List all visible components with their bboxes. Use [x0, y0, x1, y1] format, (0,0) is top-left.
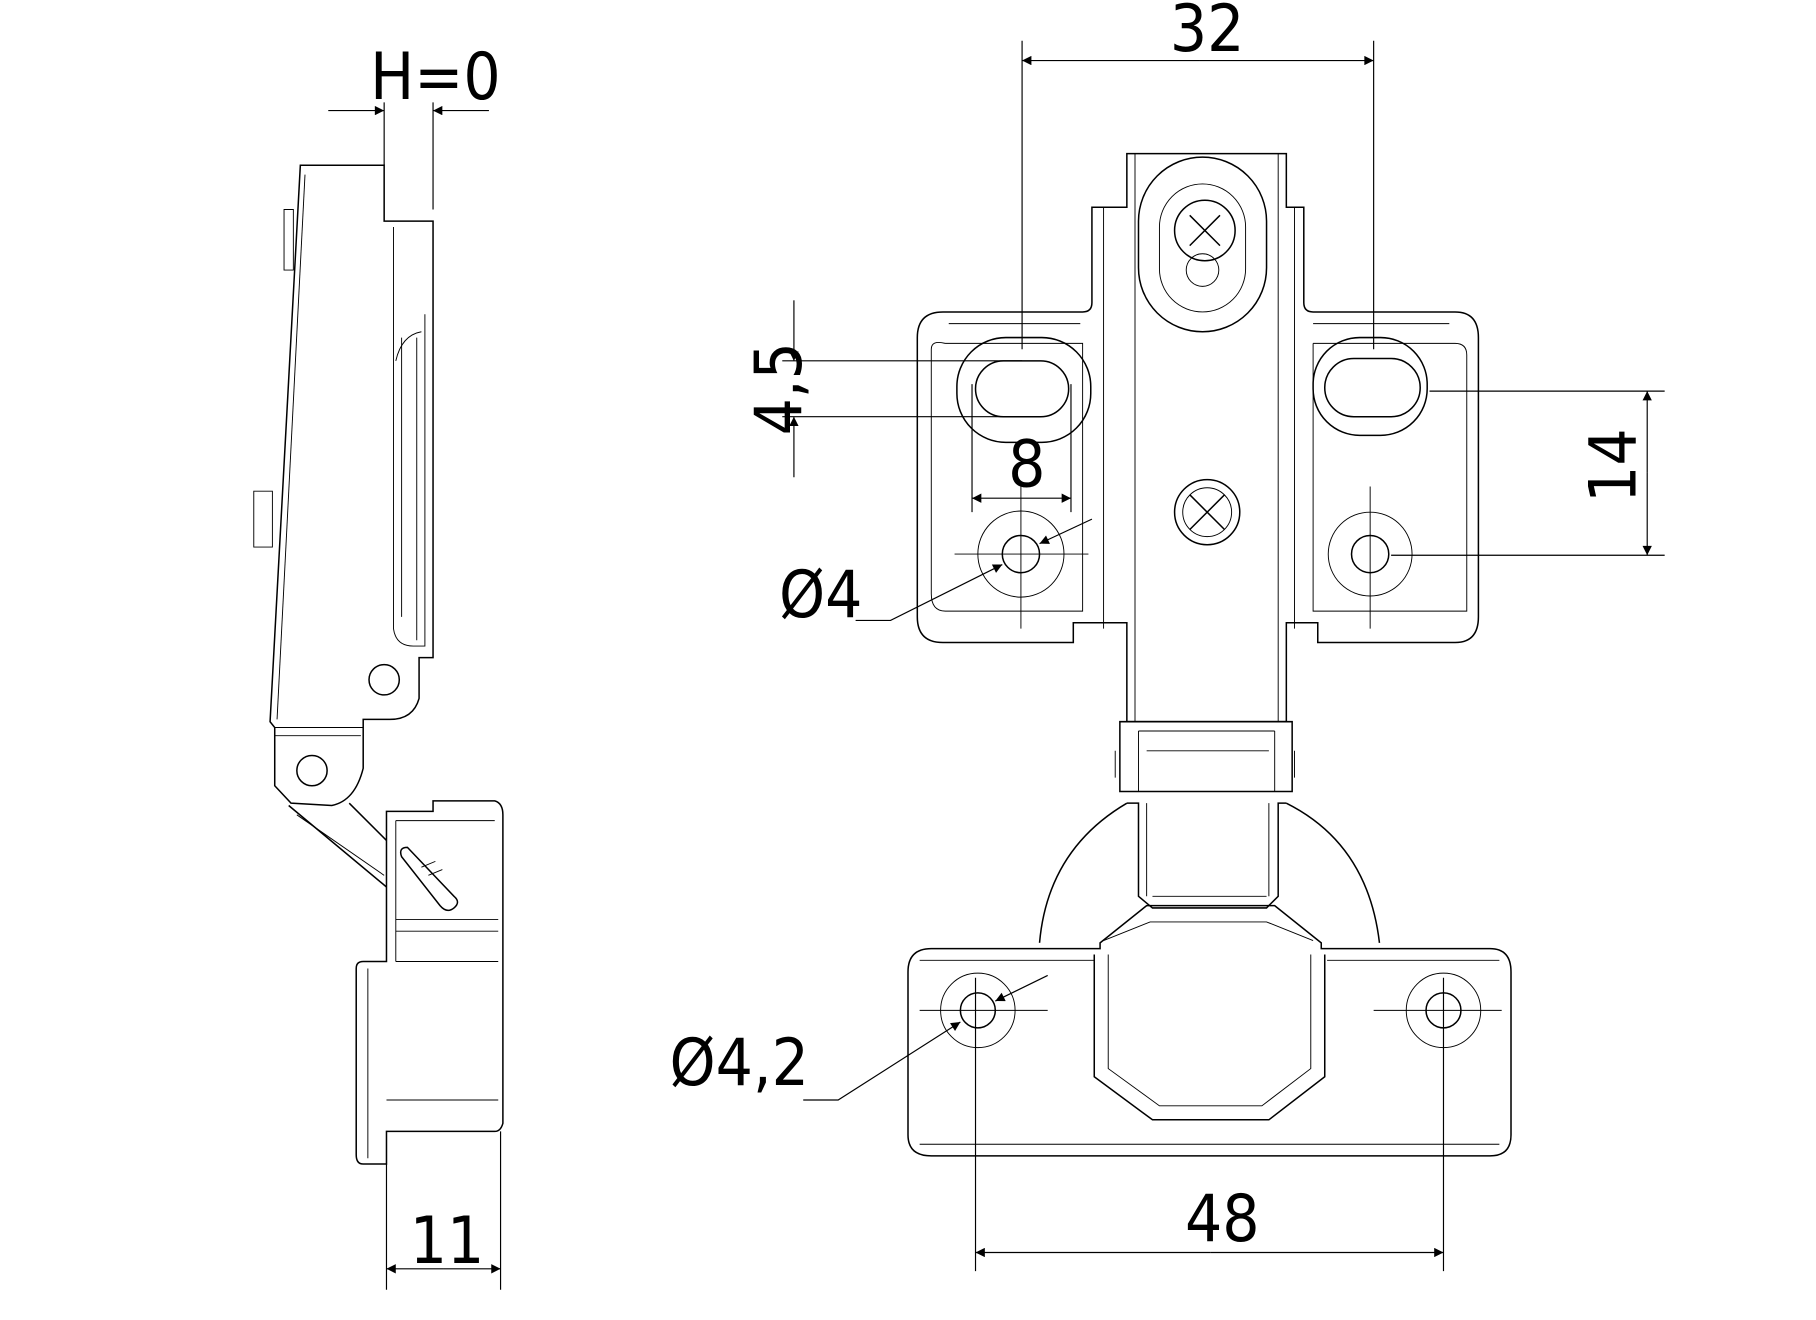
dim-d4-label: Ø4	[779, 557, 862, 633]
dimension-slot-length: 8	[971, 384, 1072, 513]
dim-8-label: 8	[1008, 427, 1045, 503]
dimension-slot-spacing: 32	[1021, 0, 1375, 350]
dim-4-5-label: 4,5	[741, 342, 817, 435]
dimension-cup-hole: Ø4,2	[670, 974, 1048, 1101]
dimension-depth: 11	[385, 1131, 502, 1290]
dimension-slot-width: 4,5	[741, 300, 1023, 478]
dim-overlay-label: H=0	[370, 39, 501, 115]
dimension-overlay: H=0	[328, 39, 501, 210]
dimension-cup-spacing: 48	[974, 977, 1445, 1272]
side-view	[253, 164, 504, 1165]
dim-48-label: 48	[1185, 1181, 1260, 1257]
dimension-hole-offset: 14	[1391, 390, 1665, 556]
dim-14-label: 14	[1576, 428, 1652, 503]
dim-d4-2-label: Ø4,2	[670, 1025, 809, 1101]
dimension-mount-hole: Ø4	[779, 518, 1093, 633]
front-view	[907, 152, 1512, 1157]
dim-depth-label: 11	[410, 1203, 485, 1279]
dim-32-label: 32	[1170, 0, 1245, 67]
